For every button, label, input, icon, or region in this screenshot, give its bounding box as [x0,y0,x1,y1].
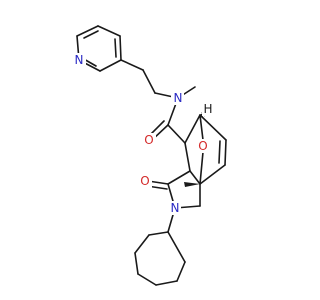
amide-nitrogen-label: N [174,91,183,105]
atom-labels: N N O O O N H [75,53,213,215]
bond-layer [76,25,227,286]
bridge-oxygen-label: O [198,139,207,153]
amide-oxygen-label: O [144,133,153,147]
label-masks [73,53,214,215]
pyridine-nitrogen-label: N [75,53,84,67]
molecule-structure: N N O O O N H [73,25,227,286]
stereo-hydrogen-label: H [203,102,212,116]
lactam-oxygen-label: O [140,174,149,188]
wedge-bond [184,182,200,187]
lactam-nitrogen-label: N [171,201,180,215]
